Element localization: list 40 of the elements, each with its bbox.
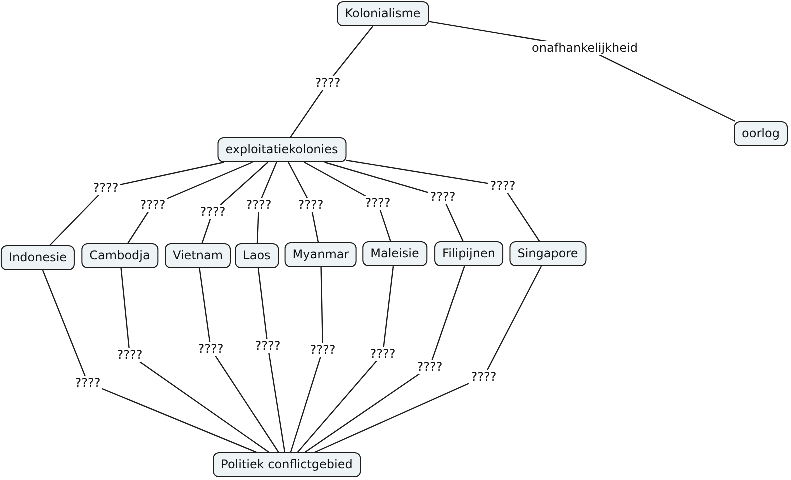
edge-label: ???? [415, 360, 445, 374]
edge-label: ???? [428, 190, 458, 204]
connector-line [199, 268, 280, 453]
concept-box: Kolonialisme [337, 2, 429, 26]
concept-box: Singapore [510, 242, 586, 266]
concept-box: exploitatiekolonies [218, 138, 346, 162]
connector-line [346, 160, 540, 242]
edge-label: ???? [488, 179, 518, 193]
concept-box: Politiek conflictgebied [213, 452, 361, 478]
connector-line [297, 266, 394, 453]
edge-label: ???? [308, 343, 338, 357]
concept-box: oorlog [734, 122, 788, 146]
concept-box: Maleisie [362, 242, 428, 266]
concept-box: Vietnam [165, 244, 231, 268]
edge-label: ???? [73, 376, 103, 390]
concept-box: Filipijnen [434, 242, 504, 266]
concept-box: Indonesie [0, 246, 76, 270]
edge-label: ???? [138, 198, 168, 212]
connector-line [258, 268, 286, 453]
connector-line [42, 270, 257, 454]
edge-label: ???? [313, 76, 343, 90]
connector-line [50, 162, 224, 246]
edge-label: ???? [469, 370, 499, 384]
connector-line [120, 268, 270, 453]
connector-line [290, 267, 324, 453]
concept-box: Cambodja [82, 244, 158, 268]
edge-label: onafhankelijkheid [530, 41, 640, 55]
edge-label: ???? [363, 196, 393, 210]
edge-label: ???? [115, 348, 145, 362]
connector-line [304, 266, 466, 453]
edge-label: ???? [368, 347, 398, 361]
concept-box: Myanmar [284, 242, 358, 268]
concept-box: Laos [235, 244, 279, 268]
edge-label: ???? [253, 339, 283, 353]
connector-line [314, 266, 542, 454]
edge-label: ???? [244, 198, 274, 212]
edge-label: ???? [91, 181, 121, 195]
edge-label: ???? [198, 205, 228, 219]
edge-label: ???? [296, 198, 326, 212]
edge-label: ???? [196, 342, 226, 356]
